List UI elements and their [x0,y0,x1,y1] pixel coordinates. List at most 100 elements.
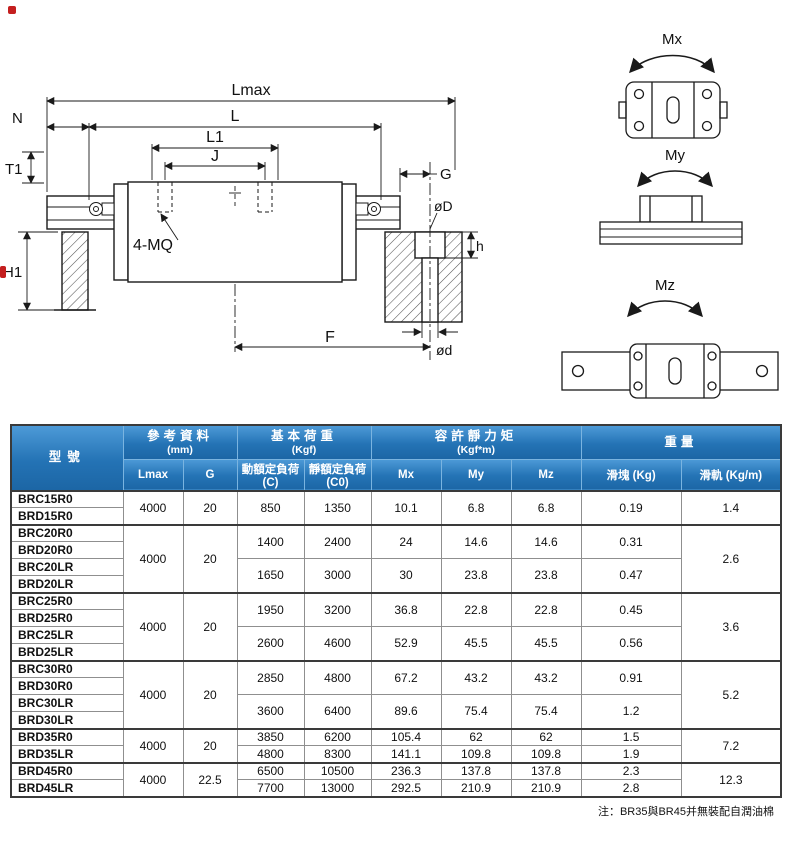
spec-cell: 1950 [236,591,305,627]
col-header-load-group: 基本荷重 (Kgf) [236,424,372,460]
spec-cell: 75.4 [440,694,512,729]
dimension-lines [18,96,478,360]
spec-cell: 20 [182,659,238,729]
model-cell: BRD45LR [10,779,124,797]
spec-cell: 14.6 [510,523,582,559]
load-group-unit: (Kgf) [291,443,317,456]
col-header-model: 型號 [10,424,124,491]
spec-cell: 109.8 [510,745,582,763]
spec-cell: 22.8 [440,591,512,627]
spec-cell: 67.2 [370,659,442,695]
mx-arrow [629,54,715,74]
header-row-groups: 型號 參考資料 (mm) 基本荷重 (Kgf) 容許靜力矩 (Kgf*m) 重量 [10,424,782,491]
model-cell: BRD30LR [10,711,124,729]
mz-arrow [627,300,703,318]
main-view [46,181,463,323]
spec-cell: 109.8 [440,745,512,763]
spec-cell: 0.45 [580,591,682,627]
moment-label-mz: Mz [655,277,675,294]
dim-label-dia-d: ød [436,342,452,358]
table-row: BRD15R0 [10,507,781,525]
spec-cell: 0.31 [580,523,682,559]
dim-label-lmax: Lmax [231,82,270,99]
dim-label-h1: H1 [3,264,22,281]
spec-cell: 0.56 [580,626,682,661]
spec-cell: 62 [510,727,582,746]
footnote: 注：BR35與BR45并無裝配自潤油棉 [597,805,774,818]
model-cell: BRD20LR [10,575,124,593]
spec-cell: 4000 [122,659,184,729]
spec-table: 型號 參考資料 (mm) 基本荷重 (Kgf) 容許靜力矩 (Kgf*m) 重量… [10,424,783,798]
moment-group-unit: (Kgf*m) [457,443,495,456]
dim-label-f: F [325,329,335,346]
spec-cell: 4000 [122,761,184,797]
spec-cell: 2.3 [580,761,682,780]
table-row: BRD25R0 [10,609,781,627]
moment-label-my: My [665,147,685,164]
spec-cell: 6200 [303,727,372,746]
spec-cell: 30 [370,558,442,593]
col-header-weight-group: 重量 [580,424,782,460]
header-row-columns: Lmax G 動額定負荷(C) 靜額定負荷(C0) Mx My Mz 滑塊 (K… [11,458,782,491]
spec-cell: 10.1 [370,489,442,525]
spec-cell: 43.2 [510,659,582,695]
spec-cell: 292.5 [370,779,442,797]
spec-cell: 62 [440,727,512,746]
spec-cell: 2850 [236,659,305,695]
spec-cell: 20 [182,523,238,593]
spec-cell: 236.3 [370,761,442,780]
spec-cell: 12.3 [680,761,782,797]
col-header-mx: Mx [370,458,442,491]
spec-cell: 141.1 [370,745,442,763]
table-row: BRD30LR [10,711,781,729]
model-cell: BRD15R0 [10,507,124,525]
spec-cell: 4000 [122,591,184,661]
spec-cell: 3000 [303,558,372,593]
model-cell: BRD25LR [10,643,124,661]
spec-cell: 22.8 [510,591,582,627]
model-cell: BRC30LR [10,694,124,712]
spec-cell: 10500 [303,761,372,780]
spec-cell: 7.2 [680,727,782,763]
spec-cell: 2400 [303,523,372,559]
spec-cell: 20 [182,591,238,661]
spec-cell: 210.9 [510,779,582,797]
model-cell: BRD35R0 [10,727,124,746]
spec-cell: 6400 [303,694,372,729]
spec-cell: 1.4 [680,489,782,525]
spec-cell: 137.8 [510,761,582,780]
spec-cell: 1400 [236,523,305,559]
spec-cell: 850 [236,489,305,525]
spec-cell: 1.2 [580,694,682,729]
spec-cell: 4000 [122,727,184,763]
spec-cell: 13000 [303,779,372,797]
spec-cell: 1.9 [580,745,682,763]
spec-cell: 0.91 [580,659,682,695]
model-cell: BRD45R0 [10,761,124,780]
rail-section-hatch [54,231,96,311]
model-cell: BRD30R0 [10,677,124,695]
spec-cell: 210.9 [440,779,512,797]
moment-view-mx [618,54,728,139]
spec-cell: 6.8 [440,489,512,525]
spec-cell: 1.5 [580,727,682,746]
spec-cell: 36.8 [370,591,442,627]
spec-cell: 2.6 [680,523,782,593]
model-cell: BRD35LR [10,745,124,763]
spec-cell: 0.47 [580,558,682,593]
model-cell: BRC30R0 [10,659,124,678]
spec-cell: 20 [182,489,238,525]
spec-cell: 4800 [236,745,305,763]
spec-cell: 6500 [236,761,305,780]
red-artifact-left [0,266,6,278]
model-cell: BRC20LR [10,558,124,576]
technical-drawing-area: Lmax L L1 J N T1 H1 4-MQ G øD h ød F [0,0,790,420]
moment-view-my [599,170,743,245]
spec-cell: 4000 [122,523,184,593]
spec-cell: 5.2 [680,659,782,729]
